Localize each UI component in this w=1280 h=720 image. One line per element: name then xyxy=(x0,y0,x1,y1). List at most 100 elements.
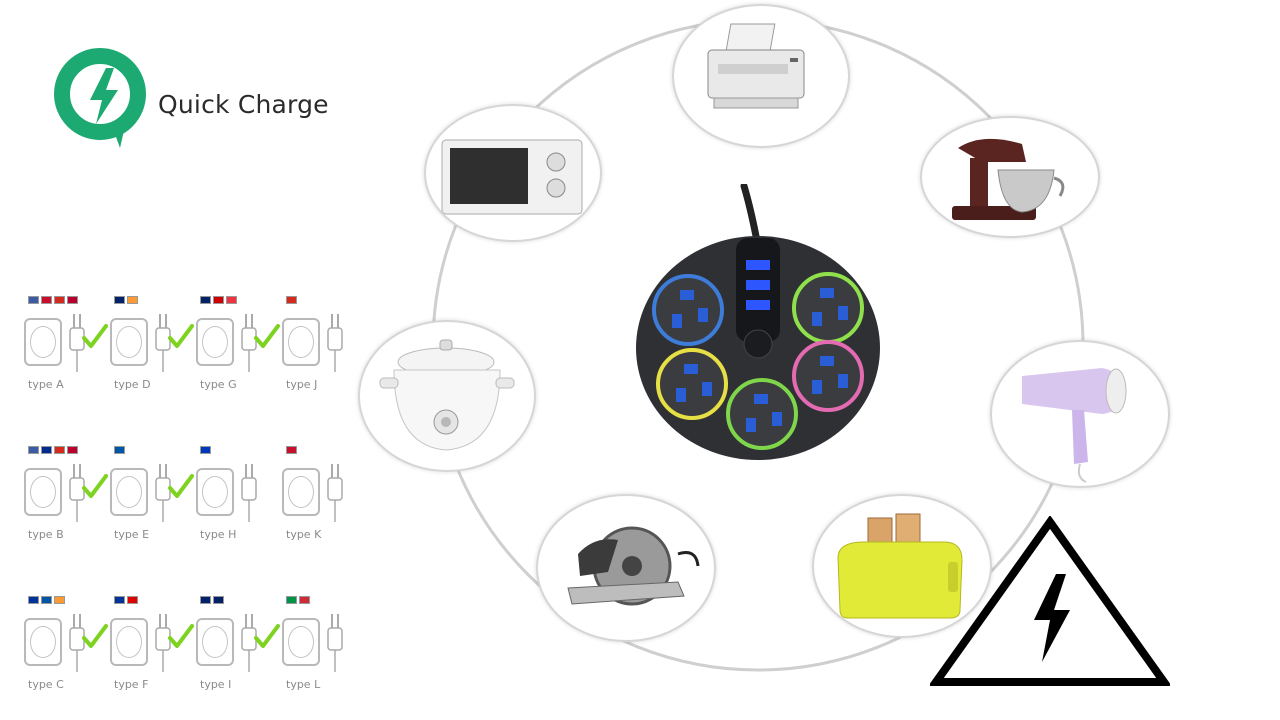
plug-icon xyxy=(327,464,343,522)
plug-type-label: type K xyxy=(286,528,322,541)
plug-icon xyxy=(241,464,257,522)
plug-type-cell: type D xyxy=(110,296,194,406)
plug-type-cell: type A xyxy=(24,296,108,406)
plug-type-label: type J xyxy=(286,378,318,391)
flag-icon xyxy=(127,296,138,304)
high-voltage-warning-icon xyxy=(928,515,1172,688)
plug-type-label: type G xyxy=(200,378,237,391)
plug-icon xyxy=(241,314,257,372)
flag-icon xyxy=(213,296,224,304)
plug-type-label: type A xyxy=(28,378,64,391)
plug-type-label: type I xyxy=(200,678,232,691)
plug-icon xyxy=(327,614,343,672)
flag-icon xyxy=(200,596,211,604)
socket-icon xyxy=(196,318,234,366)
flag-icon xyxy=(286,596,297,604)
quick-charge-bolt-icon xyxy=(54,48,146,148)
flag-icon xyxy=(200,446,211,454)
flag-icon xyxy=(28,446,39,454)
check-icon xyxy=(168,474,194,498)
flag-icon xyxy=(54,296,65,304)
plug-type-label: type L xyxy=(286,678,321,691)
plug-type-label: type B xyxy=(28,528,64,541)
flag-icon xyxy=(41,296,52,304)
socket-icon xyxy=(282,618,320,666)
plug-type-cell: type B xyxy=(24,446,108,556)
flag-icon xyxy=(28,596,39,604)
check-icon xyxy=(82,324,108,348)
check-icon xyxy=(82,474,108,498)
plug-icon xyxy=(327,314,343,372)
flag-icon xyxy=(286,296,297,304)
country-flags xyxy=(200,296,237,306)
country-flags xyxy=(114,296,138,306)
plug-type-cell: type G xyxy=(196,296,280,406)
flag-icon xyxy=(286,446,297,454)
check-icon xyxy=(168,324,194,348)
flag-icon xyxy=(54,596,65,604)
flag-icon xyxy=(127,596,138,604)
country-flags xyxy=(114,596,138,606)
plug-icon xyxy=(155,314,171,372)
flag-icon xyxy=(226,296,237,304)
socket-icon xyxy=(24,468,62,516)
flag-icon xyxy=(114,596,125,604)
quick-charge-logo xyxy=(52,44,152,152)
plug-type-cell: type H xyxy=(196,446,278,556)
country-flags xyxy=(286,296,297,306)
flag-icon xyxy=(41,596,52,604)
flag-icon xyxy=(299,596,310,604)
flag-icon xyxy=(67,296,78,304)
plug-icon xyxy=(155,464,171,522)
microwave-image xyxy=(424,104,602,242)
plug-type-label: type H xyxy=(200,528,237,541)
check-icon xyxy=(82,624,108,648)
flag-icon xyxy=(114,296,125,304)
stand-mixer-image xyxy=(920,116,1100,238)
socket-icon xyxy=(196,468,234,516)
hair-dryer-image xyxy=(990,340,1170,488)
plug-type-cell: type F xyxy=(110,596,194,706)
country-flags xyxy=(200,596,224,606)
plug-type-cell: type L xyxy=(282,596,364,706)
plug-icon xyxy=(69,314,85,372)
socket-icon xyxy=(110,318,148,366)
country-flags xyxy=(200,446,211,456)
stand-mixer-icon xyxy=(952,138,1065,220)
socket-icon xyxy=(282,468,320,516)
check-icon xyxy=(254,324,280,348)
flag-icon xyxy=(67,446,78,454)
power-strip-icon xyxy=(636,182,880,460)
quick-charge-text: Quick Charge xyxy=(158,90,329,119)
flag-icon xyxy=(213,596,224,604)
socket-icon xyxy=(196,618,234,666)
plug-type-label: type D xyxy=(114,378,151,391)
country-flags xyxy=(114,446,125,456)
circular-saw-image xyxy=(536,494,716,642)
slow-cooker-image xyxy=(358,320,536,472)
hair-dryer-icon xyxy=(1022,368,1127,483)
socket-icon xyxy=(24,318,62,366)
plug-type-label: type F xyxy=(114,678,149,691)
flag-icon xyxy=(28,296,39,304)
plug-type-label: type C xyxy=(28,678,64,691)
flag-icon xyxy=(54,446,65,454)
plug-type-label: type E xyxy=(114,528,150,541)
flag-icon xyxy=(200,296,211,304)
socket-icon xyxy=(24,618,62,666)
plug-type-cell: type I xyxy=(196,596,280,706)
plug-icon xyxy=(155,614,171,672)
power-strip-image xyxy=(632,182,884,466)
slow-cooker-icon xyxy=(379,339,515,451)
flag-icon xyxy=(41,446,52,454)
country-flags xyxy=(286,596,310,606)
microwave-icon xyxy=(441,139,583,215)
flag-icon xyxy=(114,446,125,454)
country-flags xyxy=(28,296,78,306)
toaster-image xyxy=(812,494,992,638)
plug-type-cell: type C xyxy=(24,596,108,706)
check-icon xyxy=(168,624,194,648)
plug-type-cell: type K xyxy=(282,446,364,556)
plug-icon xyxy=(69,614,85,672)
check-icon xyxy=(254,624,280,648)
